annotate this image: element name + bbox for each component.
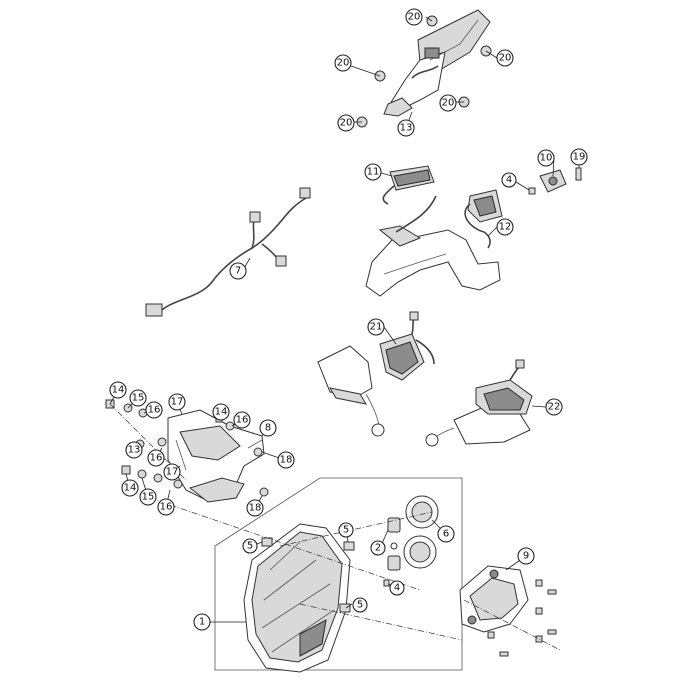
callout-18-b: 18 [246, 499, 264, 517]
callout-4-b-label: 4 [394, 583, 400, 594]
callout-13: 13 [397, 119, 415, 137]
tail-light-11 [382, 165, 435, 205]
callout-5-a: 5 [242, 538, 258, 554]
callout-14-c: 14 [121, 479, 139, 497]
headlight-assembly-frame [214, 477, 463, 671]
callout-15-a-label: 15 [132, 393, 145, 404]
callout-20-d: 20 [439, 94, 457, 112]
callout-10: 10 [537, 149, 555, 167]
callout-12-label: 12 [499, 222, 512, 233]
front-turn-signal-left [317, 345, 385, 437]
callout-20-c-label: 20 [337, 58, 350, 69]
callout-5-b: 5 [338, 522, 354, 538]
callout-13b-label: 13 [128, 445, 141, 456]
bracket-9-screws [487, 579, 557, 657]
callout-11-label: 11 [367, 167, 380, 178]
bulb-2 [387, 517, 401, 571]
wiring-harness-7 [145, 187, 311, 317]
callout-20-a: 20 [405, 8, 423, 26]
callout-15-a: 15 [129, 389, 147, 407]
screw-4-lower [383, 579, 390, 587]
callout-17-a-label: 17 [171, 397, 184, 408]
turn-signal-12 [464, 189, 503, 249]
callout-14-a: 14 [109, 381, 127, 399]
front-turn-signal-21 [379, 311, 435, 381]
callout-14-c-label: 14 [124, 483, 137, 494]
callout-5-a-label: 5 [247, 541, 253, 552]
callout-13-b-icon-16c: 13 [125, 441, 143, 459]
callout-18-b-label: 18 [249, 503, 262, 514]
front-turn-signal-right [425, 405, 531, 447]
callout-2-label: 2 [375, 543, 381, 554]
callout-20-c: 20 [334, 54, 352, 72]
bolt-19 [575, 167, 582, 181]
headlight-clips-5 [261, 537, 355, 613]
callout-5-c: 5 [352, 597, 368, 613]
headlight-1 [243, 523, 351, 673]
callout-4-a-label: 4 [506, 175, 512, 186]
screw-4-upper [528, 187, 536, 195]
callout-16-b-label: 16 [236, 415, 249, 426]
callout-9-label: 9 [523, 551, 529, 562]
callout-17-b-label: 17 [166, 467, 179, 478]
callout-22: 22 [545, 398, 563, 416]
tail-bracket [365, 195, 501, 297]
callout-16-c-label: 16 [150, 453, 163, 464]
callout-6-label: 6 [443, 529, 449, 540]
callout-17-b: 17 [163, 463, 181, 481]
callout-12: 12 [496, 218, 514, 236]
callout-15-b: 15 [139, 488, 157, 506]
callout-16-d: 16 [157, 498, 175, 516]
callout-16-c: 16 [147, 449, 165, 467]
callout-1: 1 [193, 613, 211, 631]
callout-16-a: 16 [145, 401, 163, 419]
callout-18-a: 18 [277, 451, 295, 469]
callout-4-b: 4 [389, 580, 405, 596]
callout-14-b-label: 14 [215, 407, 228, 418]
callout-14-b: 14 [212, 403, 230, 421]
callout-15-b-label: 15 [142, 492, 155, 503]
callout-16-a-label: 16 [148, 405, 161, 416]
callout-16-d-label: 16 [160, 502, 173, 513]
callout-2: 2 [370, 540, 386, 556]
callout-11: 11 [364, 163, 382, 181]
callout-8-label: 8 [265, 423, 271, 434]
callout-7-label: 7 [235, 266, 241, 277]
callout-21-label: 21 [370, 322, 383, 333]
headlight-bracket-9 [459, 565, 529, 633]
headlight-cap-6 [403, 495, 439, 569]
callout-20-e: 20 [337, 114, 355, 132]
callout-6: 6 [437, 525, 455, 543]
callout-19: 19 [570, 148, 588, 166]
callout-20-e-label: 20 [340, 118, 353, 129]
callout-9: 9 [517, 547, 535, 565]
callout-20-b: 20 [496, 49, 514, 67]
callout-16-b: 16 [233, 411, 251, 429]
callout-4-a: 4 [501, 172, 517, 188]
callout-10-label: 10 [540, 153, 553, 164]
callout-18-a-label: 18 [280, 455, 293, 466]
callout-21: 21 [367, 318, 385, 336]
callout-7: 7 [229, 262, 247, 280]
callout-14-a-label: 14 [112, 385, 125, 396]
callout-1-label: 1 [199, 617, 205, 628]
headlight-bracket [167, 409, 265, 503]
callout-19-label: 19 [573, 152, 586, 163]
callout-5-b-label: 5 [343, 525, 349, 536]
callout-5-c-label: 5 [357, 600, 363, 611]
rear-fender-assembly [383, 9, 491, 117]
callout-17-a: 17 [168, 393, 186, 411]
callout-13-label: 13 [400, 123, 413, 134]
callout-22-label: 22 [548, 402, 561, 413]
callout-20-b-label: 20 [499, 53, 512, 64]
callout-8: 8 [259, 419, 277, 437]
front-turn-signal-22 [475, 359, 533, 415]
callout-20-d-label: 20 [442, 98, 455, 109]
callout-20-a-label: 20 [408, 12, 421, 23]
